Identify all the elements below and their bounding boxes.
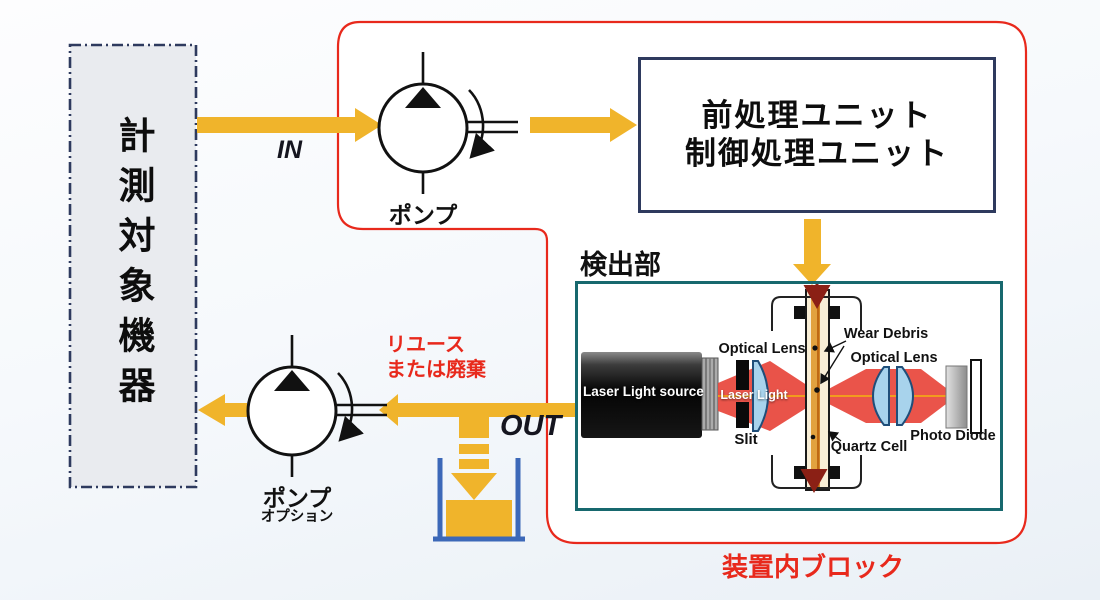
photo-diode-plate (970, 359, 982, 434)
waste-liquid (446, 500, 512, 537)
laser-source (581, 352, 702, 438)
out-label: OUT (500, 410, 562, 442)
process-unit-line1: 前処理ユニット (701, 98, 933, 133)
quartz-cell-label: Quartz Cell (830, 439, 908, 455)
slit-label: Slit (734, 431, 758, 448)
annotation-arrows (820, 340, 847, 442)
wear-debris-label: Wear Debris (843, 326, 929, 342)
pump-bottom-option-label: オプション (260, 509, 334, 525)
disposal-note-line2: または廃棄 (386, 359, 486, 381)
pump-bottom-label: ポンプ (262, 485, 332, 511)
laser-source-label: Laser Light source (583, 384, 704, 399)
slit (736, 360, 749, 428)
rear-lens-label: Optical Lens (850, 350, 938, 366)
photo-diode-label: Photo Diode (910, 428, 996, 444)
pump-to-unit-arrow (530, 108, 637, 142)
rear-lens-right (896, 366, 914, 426)
wear-debris-dots (810, 345, 820, 440)
rear-lens-left (872, 366, 890, 426)
detector-title: 検出部 (580, 250, 661, 280)
drain-arrow (451, 415, 497, 500)
front-lens (752, 360, 769, 432)
detector-internals (581, 284, 982, 493)
device-block-label: 装置内ブロック (722, 552, 905, 582)
cell-clamps (794, 306, 840, 479)
pump-to-target-arrow (198, 394, 247, 426)
pump-symbol-bottom (246, 335, 387, 477)
laser-beam-label: Laser Light (720, 388, 788, 402)
beaker (433, 458, 525, 542)
target-box-outline (68, 43, 198, 489)
in-arrow (197, 108, 382, 142)
disposal-note-line1: リユース (386, 334, 465, 356)
photo-diode (945, 365, 968, 429)
front-lens-label: Optical Lens (718, 341, 806, 357)
target-box: 計測対象機器 (70, 45, 196, 487)
target-box-label: 計測対象機器 (113, 116, 154, 416)
pump-top-label: ポンプ (388, 202, 458, 228)
unit-to-detector-arrow (793, 219, 831, 285)
process-unit-line2: 制御処理ユニット (685, 136, 949, 171)
detector-box (575, 281, 1003, 511)
out-arrow (379, 394, 578, 426)
in-label: IN (277, 136, 302, 164)
process-unit-box: 前処理ユニット 制御処理ユニット (638, 57, 996, 213)
pump-symbol-top (377, 52, 518, 194)
disposal-note: リユース または廃棄 (386, 333, 486, 383)
